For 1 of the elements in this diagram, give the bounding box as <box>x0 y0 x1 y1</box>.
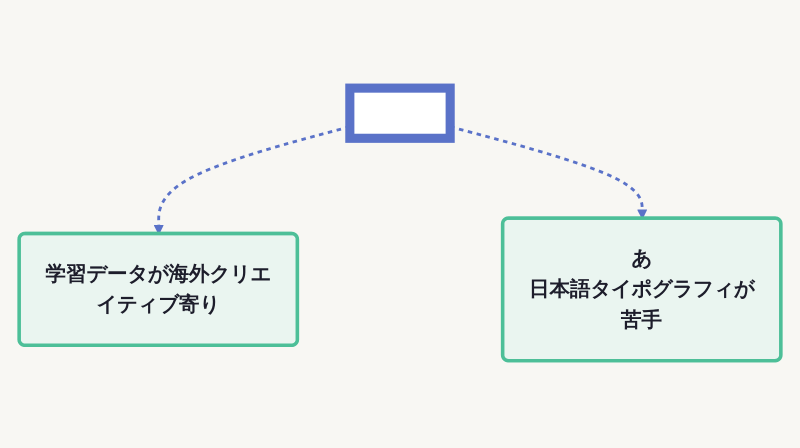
node-box <box>345 83 455 142</box>
